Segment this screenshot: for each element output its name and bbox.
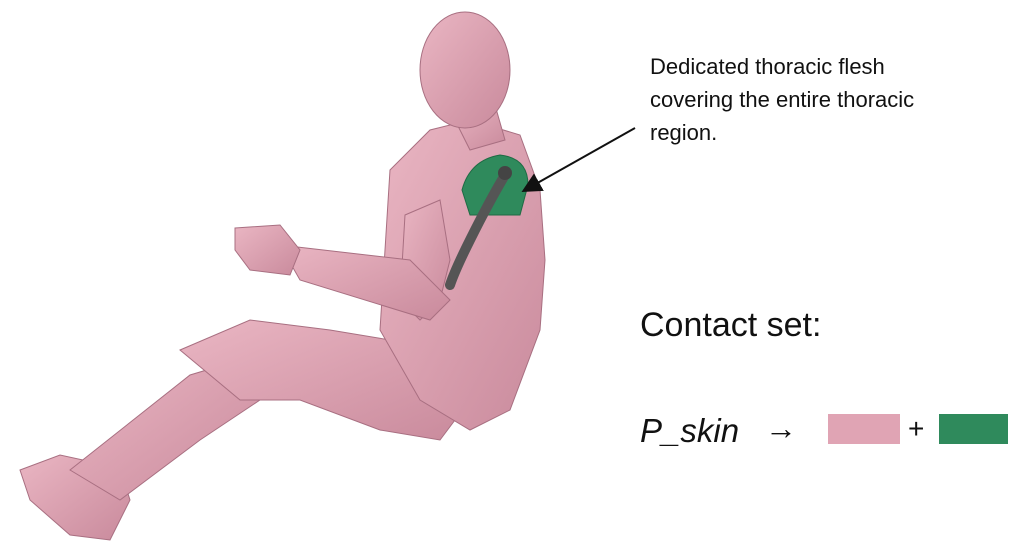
plus-sign: + [908,413,924,445]
right-arrow-icon: → [765,410,797,447]
annotation-arrow [525,128,635,190]
flesh-color-swatch [939,414,1008,444]
part-label: P_skin [640,412,739,450]
body-model [20,12,545,540]
skin-color-swatch [828,414,900,444]
annotation-text: Dedicated thoracic flesh covering the en… [650,50,1010,149]
head [420,12,510,128]
contact-set-title: Contact set: [640,306,821,345]
hand [235,225,300,275]
rib-joint [498,166,512,180]
